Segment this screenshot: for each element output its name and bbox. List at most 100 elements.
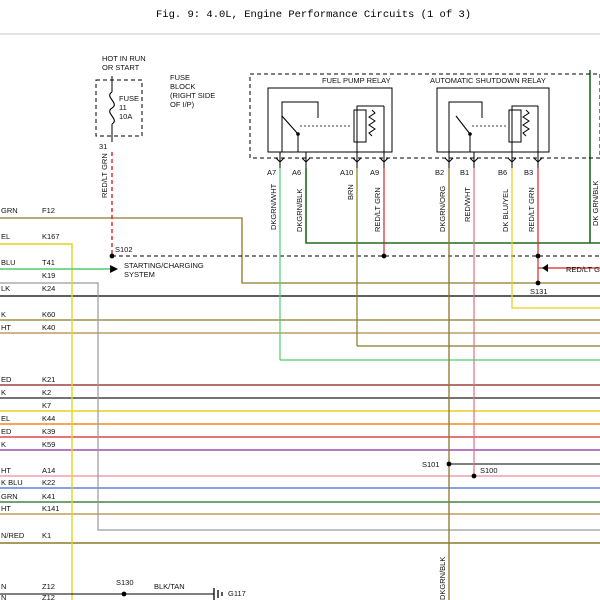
fuse-block-3: (RIGHT SIDE [170, 91, 215, 100]
left-row-pin-4: K24 [42, 284, 55, 293]
wire-label-b1: RED/WHT [463, 187, 472, 222]
fuse-name-1: FUSE [119, 94, 139, 103]
figure-title: Fig. 9: 4.0L, Engine Performance Circuit… [156, 9, 471, 21]
asd-relay-title: AUTOMATIC SHUTDOWN RELAY [430, 76, 546, 85]
pin-a7: A7 [267, 168, 276, 177]
left-row-pin-6: K40 [42, 323, 55, 332]
left-row-wire-15: GRN [1, 492, 18, 501]
left-row-wire-8: K [1, 388, 6, 397]
left-row-wire-0: GRN [1, 206, 18, 215]
fuse-block-4: OF I/P) [170, 100, 195, 109]
ground-g117-icon [213, 588, 223, 600]
fuse-block-outline [95, 79, 143, 137]
wire-label-b2: DKGRN/ORG [438, 186, 447, 232]
hot-label-2: OR START [102, 63, 140, 72]
left-row-wire-18: N [1, 582, 6, 591]
left-row-pin-18: Z12 [42, 582, 55, 591]
splice-s100-dot [471, 473, 477, 479]
wire-label-a10: BRN [346, 184, 355, 200]
s102-desc-1: STARTING/CHARGING [124, 261, 204, 270]
asd-relay-box [436, 87, 550, 153]
splice-s101-label: S101 [422, 460, 440, 469]
left-row-pin-12: K59 [42, 440, 55, 449]
wire-label-a9: RED/LT GRN [373, 187, 382, 232]
relay-pin-stubs [275, 152, 543, 168]
left-row-wire-19: N [1, 593, 6, 600]
wire-label-b2-bottom: DKGRN/BLK [438, 557, 447, 600]
left-row-pin-14: K22 [42, 478, 55, 487]
pin-a9: A9 [370, 168, 379, 177]
fuel-pump-relay-box [267, 87, 393, 153]
left-row-pin-9: K7 [42, 401, 51, 410]
fuse-name-3: 10A [119, 112, 132, 121]
splice-s101-dot [446, 461, 452, 467]
left-row-pin-11: K39 [42, 427, 55, 436]
splice-a9-dot [381, 253, 387, 259]
left-row-pin-7: K21 [42, 375, 55, 384]
fuse-block-1: FUSE [170, 73, 190, 82]
splice-s131-label: S131 [530, 287, 548, 296]
left-row-pin-13: A14 [42, 466, 55, 475]
left-row-pin-5: K60 [42, 310, 55, 319]
left-row-wire-10: EL [1, 414, 10, 423]
s102-desc-2: SYSTEM [124, 270, 155, 279]
splice-b3-dot [535, 253, 541, 259]
pin-b1: B1 [460, 168, 469, 177]
left-row-pin-8: K2 [42, 388, 51, 397]
left-row-wire-14: K BLU [1, 478, 23, 487]
left-row-pin-10: K44 [42, 414, 55, 423]
pin-a6: A6 [292, 168, 301, 177]
wire-label-a7: DKGRN/WHT [269, 183, 278, 230]
fuse-cavity: 31 [99, 142, 107, 151]
left-row-wire-2: BLU [1, 258, 16, 267]
splice-s102-dot [109, 253, 115, 259]
pin-b2: B2 [435, 168, 444, 177]
fuel-pump-relay-internals [281, 101, 385, 152]
s130-wire-label: BLK/TAN [154, 582, 185, 591]
splice-s131-dot [535, 280, 541, 286]
left-row-wire-4: LK [1, 284, 10, 293]
left-row-wire-16: HT [1, 504, 11, 513]
left-row-pin-17: K1 [42, 531, 51, 540]
left-row-pin-1: K167 [42, 232, 60, 241]
splice-s130-dot [121, 591, 127, 597]
left-row-wire-17: N/RED [1, 531, 25, 540]
splice-s130-label: S130 [116, 578, 134, 587]
left-row-pin-15: K41 [42, 492, 55, 501]
left-row-wire-12: K [1, 440, 6, 449]
left-row-wire-13: HT [1, 466, 11, 475]
wire-label-right: DK GRN/BLK [591, 181, 600, 226]
fuse-block-2: BLOCK [170, 82, 195, 91]
left-row-pin-16: K141 [42, 504, 60, 513]
wire-f12 [0, 217, 600, 284]
ground-g117-label: G117 [228, 589, 246, 598]
arrow-starting-charging [110, 265, 118, 273]
wire-label-b3: RED/LT GRN [527, 187, 536, 232]
left-row-pin-3: K19 [42, 271, 55, 280]
pin-b6: B6 [498, 168, 507, 177]
fuse-name-2: 11 [119, 103, 127, 112]
hot-label-1: HOT IN RUN [102, 54, 146, 63]
left-row-pin-0: F12 [42, 206, 55, 215]
fuel-pump-relay-title: FUEL PUMP RELAY [322, 76, 391, 85]
s131-wire-label: RED/LT G [566, 265, 600, 274]
fuse-wire-label: RED/LT GRN [100, 153, 109, 198]
wire-k19 [0, 282, 600, 531]
wire-label-b6: DK BLU/YEL [501, 189, 510, 232]
arrow-s131 [542, 264, 548, 272]
left-row-wire-6: HT [1, 323, 11, 332]
wire-a6 [305, 168, 600, 244]
left-row-wire-11: ED [1, 427, 12, 436]
fuse-element [109, 91, 115, 125]
left-row-pin-19: Z12 [42, 593, 55, 600]
left-row-wire-7: ED [1, 375, 12, 384]
wire-label-a6: DKGRN/BLK [295, 189, 304, 232]
wire-k167 [0, 243, 73, 600]
pin-a10: A10 [340, 168, 353, 177]
splice-s100-label: S100 [480, 466, 498, 475]
splice-s102-label: S102 [115, 245, 133, 254]
relay-center-outline [249, 73, 600, 159]
